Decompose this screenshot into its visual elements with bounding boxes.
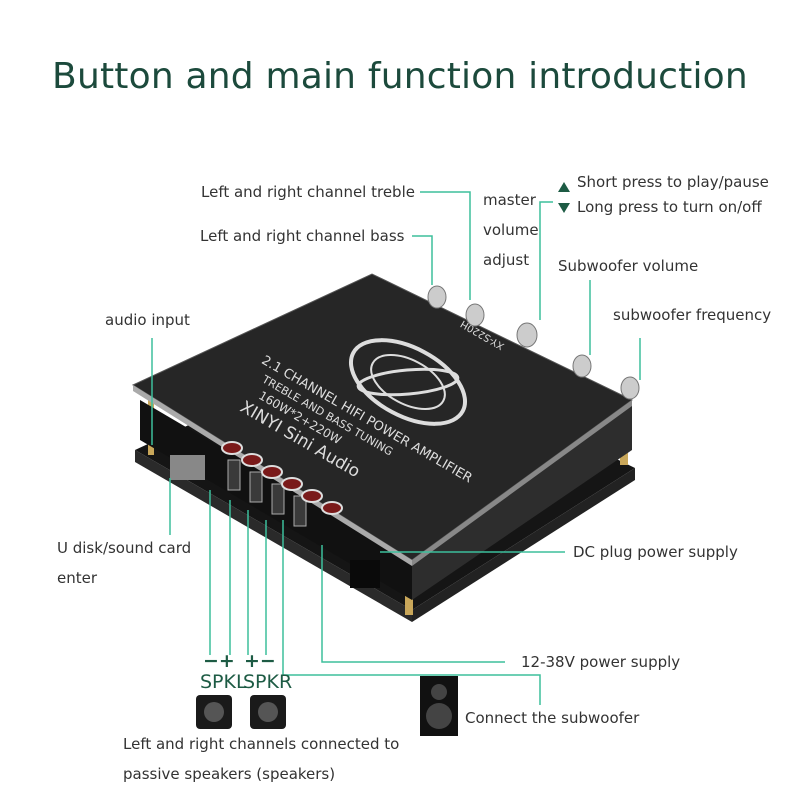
label-long-press: Long press to turn on/off xyxy=(577,198,762,216)
volume-down-arrow-icon xyxy=(558,203,570,213)
page-title: Button and main function introduction xyxy=(52,56,748,97)
volume-up-arrow-icon xyxy=(558,182,570,192)
label-audio-input: audio input xyxy=(105,311,190,329)
spkl-polarity: −+ xyxy=(203,650,235,672)
label-master-2: volume xyxy=(483,221,539,239)
label-passive-1: Left and right channels connected to xyxy=(123,735,400,753)
label-dc-plug: DC plug power supply xyxy=(573,543,738,561)
label-short-press: Short press to play/pause xyxy=(577,173,769,191)
speaker-terminals xyxy=(227,459,307,527)
spkr-polarity: +− xyxy=(244,650,276,672)
left-speaker-icon xyxy=(196,695,232,729)
label-subwoofer: Connect the subwoofer xyxy=(465,709,640,727)
label-power-range: 12-38V power supply xyxy=(521,653,681,671)
label-treble: Left and right channel treble xyxy=(201,183,415,201)
vent-slots xyxy=(221,441,343,515)
spkl-label: SPKL xyxy=(200,671,247,693)
label-master-3: adjust xyxy=(483,251,530,269)
spkr-label: SPKR xyxy=(243,671,293,693)
leader-lines xyxy=(151,191,641,705)
label-sub-frequency: subwoofer frequency xyxy=(613,306,772,324)
label-udisk-1: U disk/sound card xyxy=(57,539,192,557)
label-udisk-2: enter xyxy=(57,569,98,587)
subwoofer-speaker-icon xyxy=(420,676,458,736)
label-bass: Left and right channel bass xyxy=(200,227,405,245)
usb-port xyxy=(170,455,205,480)
brand-logo xyxy=(348,338,468,426)
label-sub-volume: Subwoofer volume xyxy=(558,257,699,275)
right-speaker-icon xyxy=(250,695,286,729)
dc-jack xyxy=(350,560,380,588)
label-master-1: master xyxy=(483,191,536,209)
label-passive-2: passive speakers (speakers) xyxy=(123,765,336,783)
knobs xyxy=(427,285,640,400)
